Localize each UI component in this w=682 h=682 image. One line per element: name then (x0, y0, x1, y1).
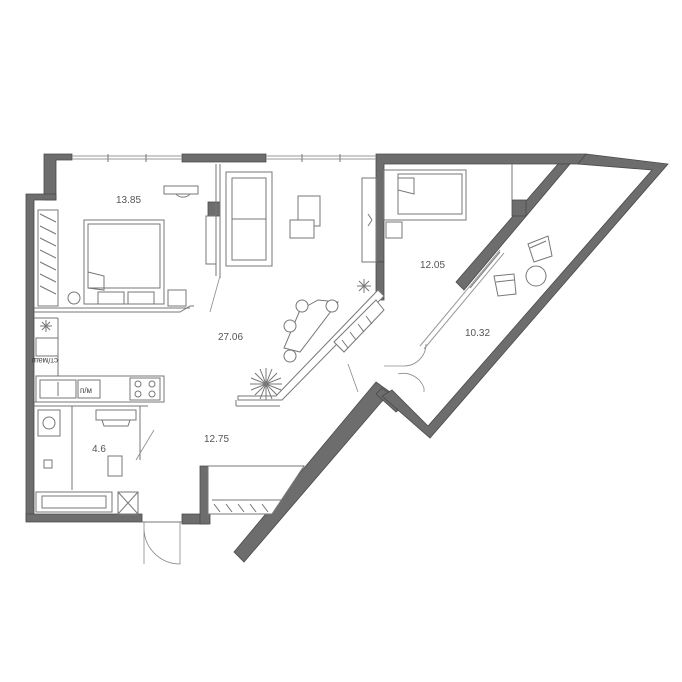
balcony (397, 235, 553, 392)
area-living: 27.06 (218, 332, 243, 343)
bedroom-2 (383, 169, 467, 367)
washer-dryer-label: ст/маш (32, 356, 58, 365)
area-bathroom: 4.6 (92, 444, 106, 455)
wall-bedroom2-diagonal (455, 163, 571, 291)
windows (72, 154, 505, 350)
area-balcony: 10.32 (465, 328, 490, 339)
bedroom-1 (37, 185, 221, 313)
toilet (107, 455, 123, 477)
plant-small-icon (357, 279, 371, 293)
plant-large-icon (250, 368, 282, 400)
bath-sink (95, 409, 137, 421)
area-bedroom-1: 13.85 (116, 195, 141, 206)
wardrobe-1 (37, 209, 59, 307)
dishwasher-label: п/м (80, 386, 92, 395)
wall-bottom-left (25, 513, 143, 523)
living-room (225, 171, 385, 400)
wall-top-left (43, 153, 73, 201)
area-hall: 12.75 (204, 434, 229, 445)
washing-machine (37, 409, 61, 437)
column-2 (511, 199, 527, 217)
interior-walls (34, 164, 527, 490)
dining-table (283, 299, 339, 353)
stove (129, 377, 161, 401)
tv-console (361, 177, 377, 263)
entrance-door[interactable] (143, 522, 181, 565)
balcony-chair-1 (527, 235, 553, 263)
area-bedroom-2: 12.05 (420, 260, 445, 271)
balcony-outline (381, 153, 669, 439)
kitchen: ст/маш п/м (32, 317, 165, 403)
bathroom (35, 409, 155, 515)
hall (142, 465, 305, 565)
desk-1 (163, 185, 199, 195)
hall-wardrobe (207, 465, 305, 515)
wall-top-middle (181, 153, 267, 163)
balcony-chair-2 (493, 273, 517, 297)
dishwasher (77, 379, 101, 399)
balcony-table (525, 265, 547, 287)
partition-living (237, 289, 385, 401)
column-1 (207, 201, 221, 217)
washer-dryer (35, 337, 59, 357)
fan-icon (40, 320, 52, 332)
